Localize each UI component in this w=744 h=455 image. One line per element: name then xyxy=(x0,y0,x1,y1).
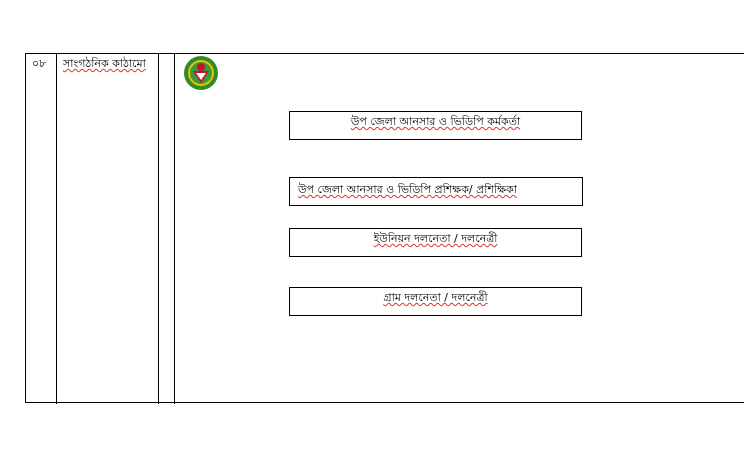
org-box-union-leader: ইউনিয়ন দলনেতা / দলনেত্রী xyxy=(289,228,582,257)
org-box-village-leader: গ্রাম দলনেতা / দলনেত্রী xyxy=(289,287,582,316)
row-title: সাংগঠনিক কাঠামো xyxy=(63,57,146,70)
org-box-label: গ্রাম দলনেতা / দলনেত্রী xyxy=(383,291,488,304)
column-divider xyxy=(158,53,159,404)
org-box-label: ইউনিয়ন দলনেতা / দলনেত্রী xyxy=(373,232,498,245)
org-box-upazila-officer: উপ জেলা আনসার ও ভিডিপি কর্মকর্তা xyxy=(289,111,582,140)
org-box-label: উপ জেলা আনসার ও ভিডিপি প্রশিক্ষক/ প্রশিক… xyxy=(298,183,517,196)
column-divider xyxy=(56,53,57,404)
org-box-label: উপ জেলা আনসার ও ভিডিপি কর্মকর্তা xyxy=(350,115,521,128)
column-divider xyxy=(174,53,175,404)
serial-number: ০৮ xyxy=(32,57,47,70)
ansar-vdp-logo xyxy=(184,56,218,90)
org-box-upazila-trainer: উপ জেলা আনসার ও ভিডিপি প্রশিক্ষক/ প্রশিক… xyxy=(289,177,583,206)
structure-table xyxy=(25,53,744,403)
